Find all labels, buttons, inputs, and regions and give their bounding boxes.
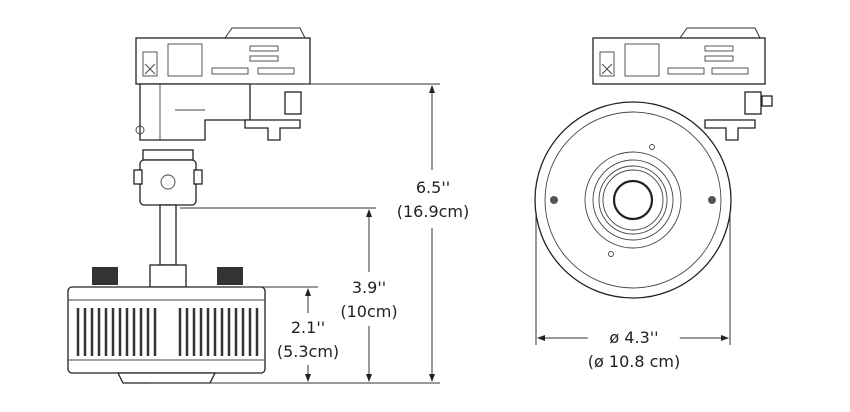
stem-height-metric: (10cm) (340, 302, 398, 321)
round-housing (534, 101, 732, 299)
diameter-metric: (ø 10.8 cm) (587, 352, 681, 371)
diameter-imperial: ø 4.3'' (609, 328, 659, 347)
swivel-connector (133, 149, 203, 206)
front-view-fixture (67, 27, 311, 384)
stem-height-imperial: 3.9'' (351, 278, 387, 297)
housing-height-metric: (5.3cm) (276, 342, 340, 361)
dimension-lines-side (535, 215, 731, 345)
top-view-fixture (534, 27, 773, 299)
overall-height-imperial: 6.5'' (415, 178, 451, 197)
housing-height-label: 2.1'' (5.3cm) (276, 316, 340, 364)
overall-height-metric: (16.9cm) (396, 202, 470, 221)
adapter-body-front (135, 83, 302, 141)
diameter-label: ø 4.3'' (ø 10.8 cm) (587, 326, 681, 374)
knobs (92, 267, 243, 285)
overall-height-label: 6.5'' (16.9cm) (396, 176, 470, 224)
lamp-housing (67, 286, 266, 384)
stem-height-label: 3.9'' (10cm) (340, 276, 398, 324)
track-adapter-front (135, 27, 311, 85)
housing-height-imperial: 2.1'' (290, 318, 326, 337)
dimension-lines-front (150, 83, 440, 384)
track-adapter-side (592, 27, 773, 141)
stem (149, 204, 187, 288)
